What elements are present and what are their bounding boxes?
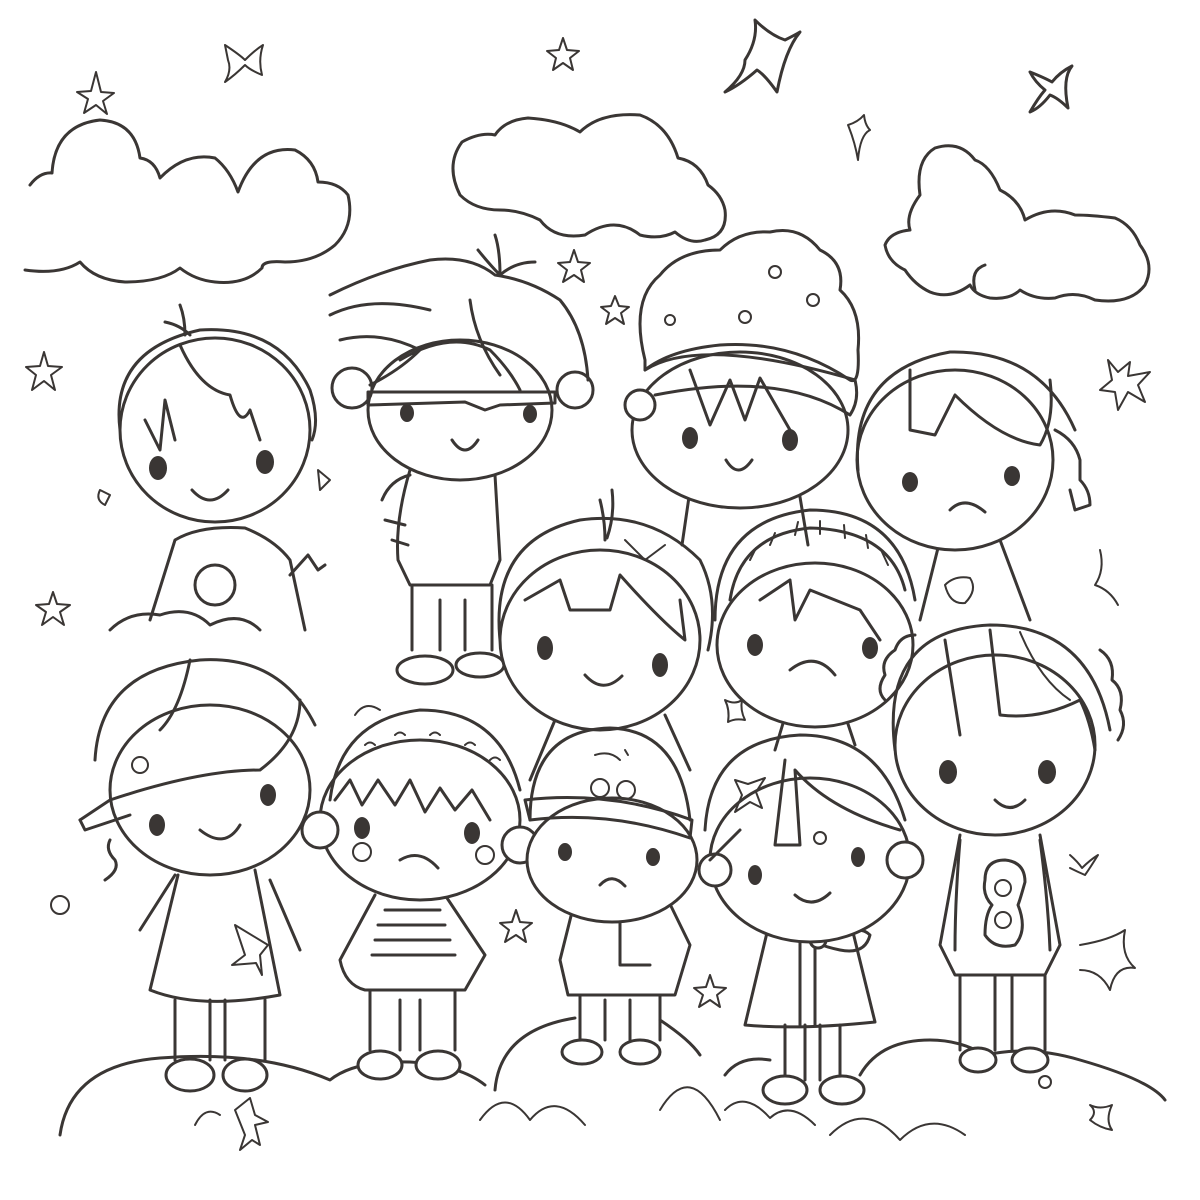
star-icon <box>25 351 63 391</box>
cloud-left <box>23 118 352 284</box>
kid-10 <box>697 733 925 1106</box>
kid-11: 8 <box>878 623 1125 1074</box>
kid-5 <box>497 488 714 782</box>
sparkle-icon <box>1089 1104 1113 1131</box>
kid-9 <box>523 726 699 1066</box>
star-icon <box>600 295 630 325</box>
star-icon <box>76 71 115 115</box>
kid-7 <box>78 658 317 1093</box>
sparkle-icon <box>1079 929 1136 991</box>
kid-1 <box>97 303 331 632</box>
cloud-right <box>883 144 1151 303</box>
sparkle-icon <box>1094 549 1119 606</box>
star-icon <box>231 924 269 976</box>
cloud-center <box>451 113 727 243</box>
star-icon <box>35 591 71 626</box>
bubble-icon <box>1038 1075 1052 1089</box>
star-icon <box>693 974 727 1008</box>
star-icon <box>546 37 580 71</box>
sparkle-icon <box>1069 854 1099 876</box>
sparkle-icon <box>723 18 802 94</box>
sparkle-icon <box>734 777 766 813</box>
kid-3 <box>623 229 861 547</box>
decorative-stars <box>25 18 1151 1131</box>
bubble-icon <box>50 895 70 915</box>
kid-4 <box>855 350 1092 622</box>
shirt-number: 8 <box>1003 931 1004 933</box>
kid-2 <box>328 233 595 686</box>
number-8-icon <box>982 858 1027 948</box>
kid-8 <box>300 705 540 1081</box>
star-icon <box>499 909 533 943</box>
sparkle-icon <box>1028 64 1074 114</box>
star-icon <box>557 249 591 283</box>
sparkle-icon <box>224 44 264 83</box>
sparkle-icon <box>724 699 746 723</box>
sparkle-icon <box>1099 359 1151 411</box>
leaf-icon <box>234 1097 269 1151</box>
kid-6 <box>713 508 917 752</box>
sparkle-icon <box>847 114 871 161</box>
